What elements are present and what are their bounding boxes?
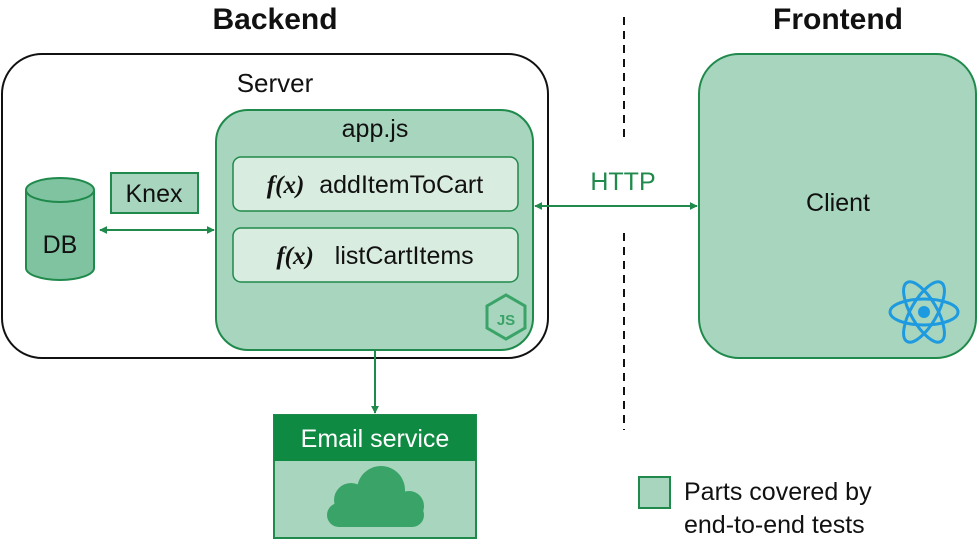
legend: Parts covered by end-to-end tests <box>638 476 872 539</box>
function-prefix: f(x) <box>267 172 304 199</box>
legend-text-line2: end-to-end tests <box>684 511 865 539</box>
legend-swatch <box>638 476 671 509</box>
legend-text-line1: Parts covered by <box>684 478 872 506</box>
client-label: Client <box>806 189 870 217</box>
function-name: listCartItems <box>335 242 474 270</box>
svg-text:f(x) listCartItems: f(x) listCartItems <box>276 242 473 270</box>
http-label: HTTP <box>590 168 655 196</box>
function-prefix: f(x) <box>276 243 313 270</box>
cloud-icon <box>327 466 424 527</box>
function-list-cart-items: f(x) listCartItems <box>232 227 519 283</box>
client-box: Client <box>698 53 977 359</box>
db-cylinder: DB <box>25 177 95 281</box>
function-add-item-to-cart: f(x) addItemToCart <box>232 156 519 212</box>
function-name: addItemToCart <box>319 171 483 199</box>
email-service-label: Email service <box>301 425 450 453</box>
react-icon <box>888 280 960 344</box>
svg-text:f(x) addItemToCart: f(x) addItemToCart <box>267 171 483 199</box>
app-js-box: app.js f(x) addItemToCart f(x) listCartI… <box>215 109 534 351</box>
db-label: DB <box>43 231 78 259</box>
email-service-box: Email service <box>273 414 477 539</box>
frontend-heading: Frontend <box>773 3 903 36</box>
backend-heading: Backend <box>212 3 337 36</box>
app-js-label: app.js <box>342 115 409 143</box>
server-label: Server <box>237 68 314 98</box>
nodejs-icon: JS <box>485 293 527 341</box>
knex-label: Knex <box>126 180 183 208</box>
nodejs-badge-text: JS <box>497 312 515 329</box>
knex-box: Knex <box>110 172 199 214</box>
